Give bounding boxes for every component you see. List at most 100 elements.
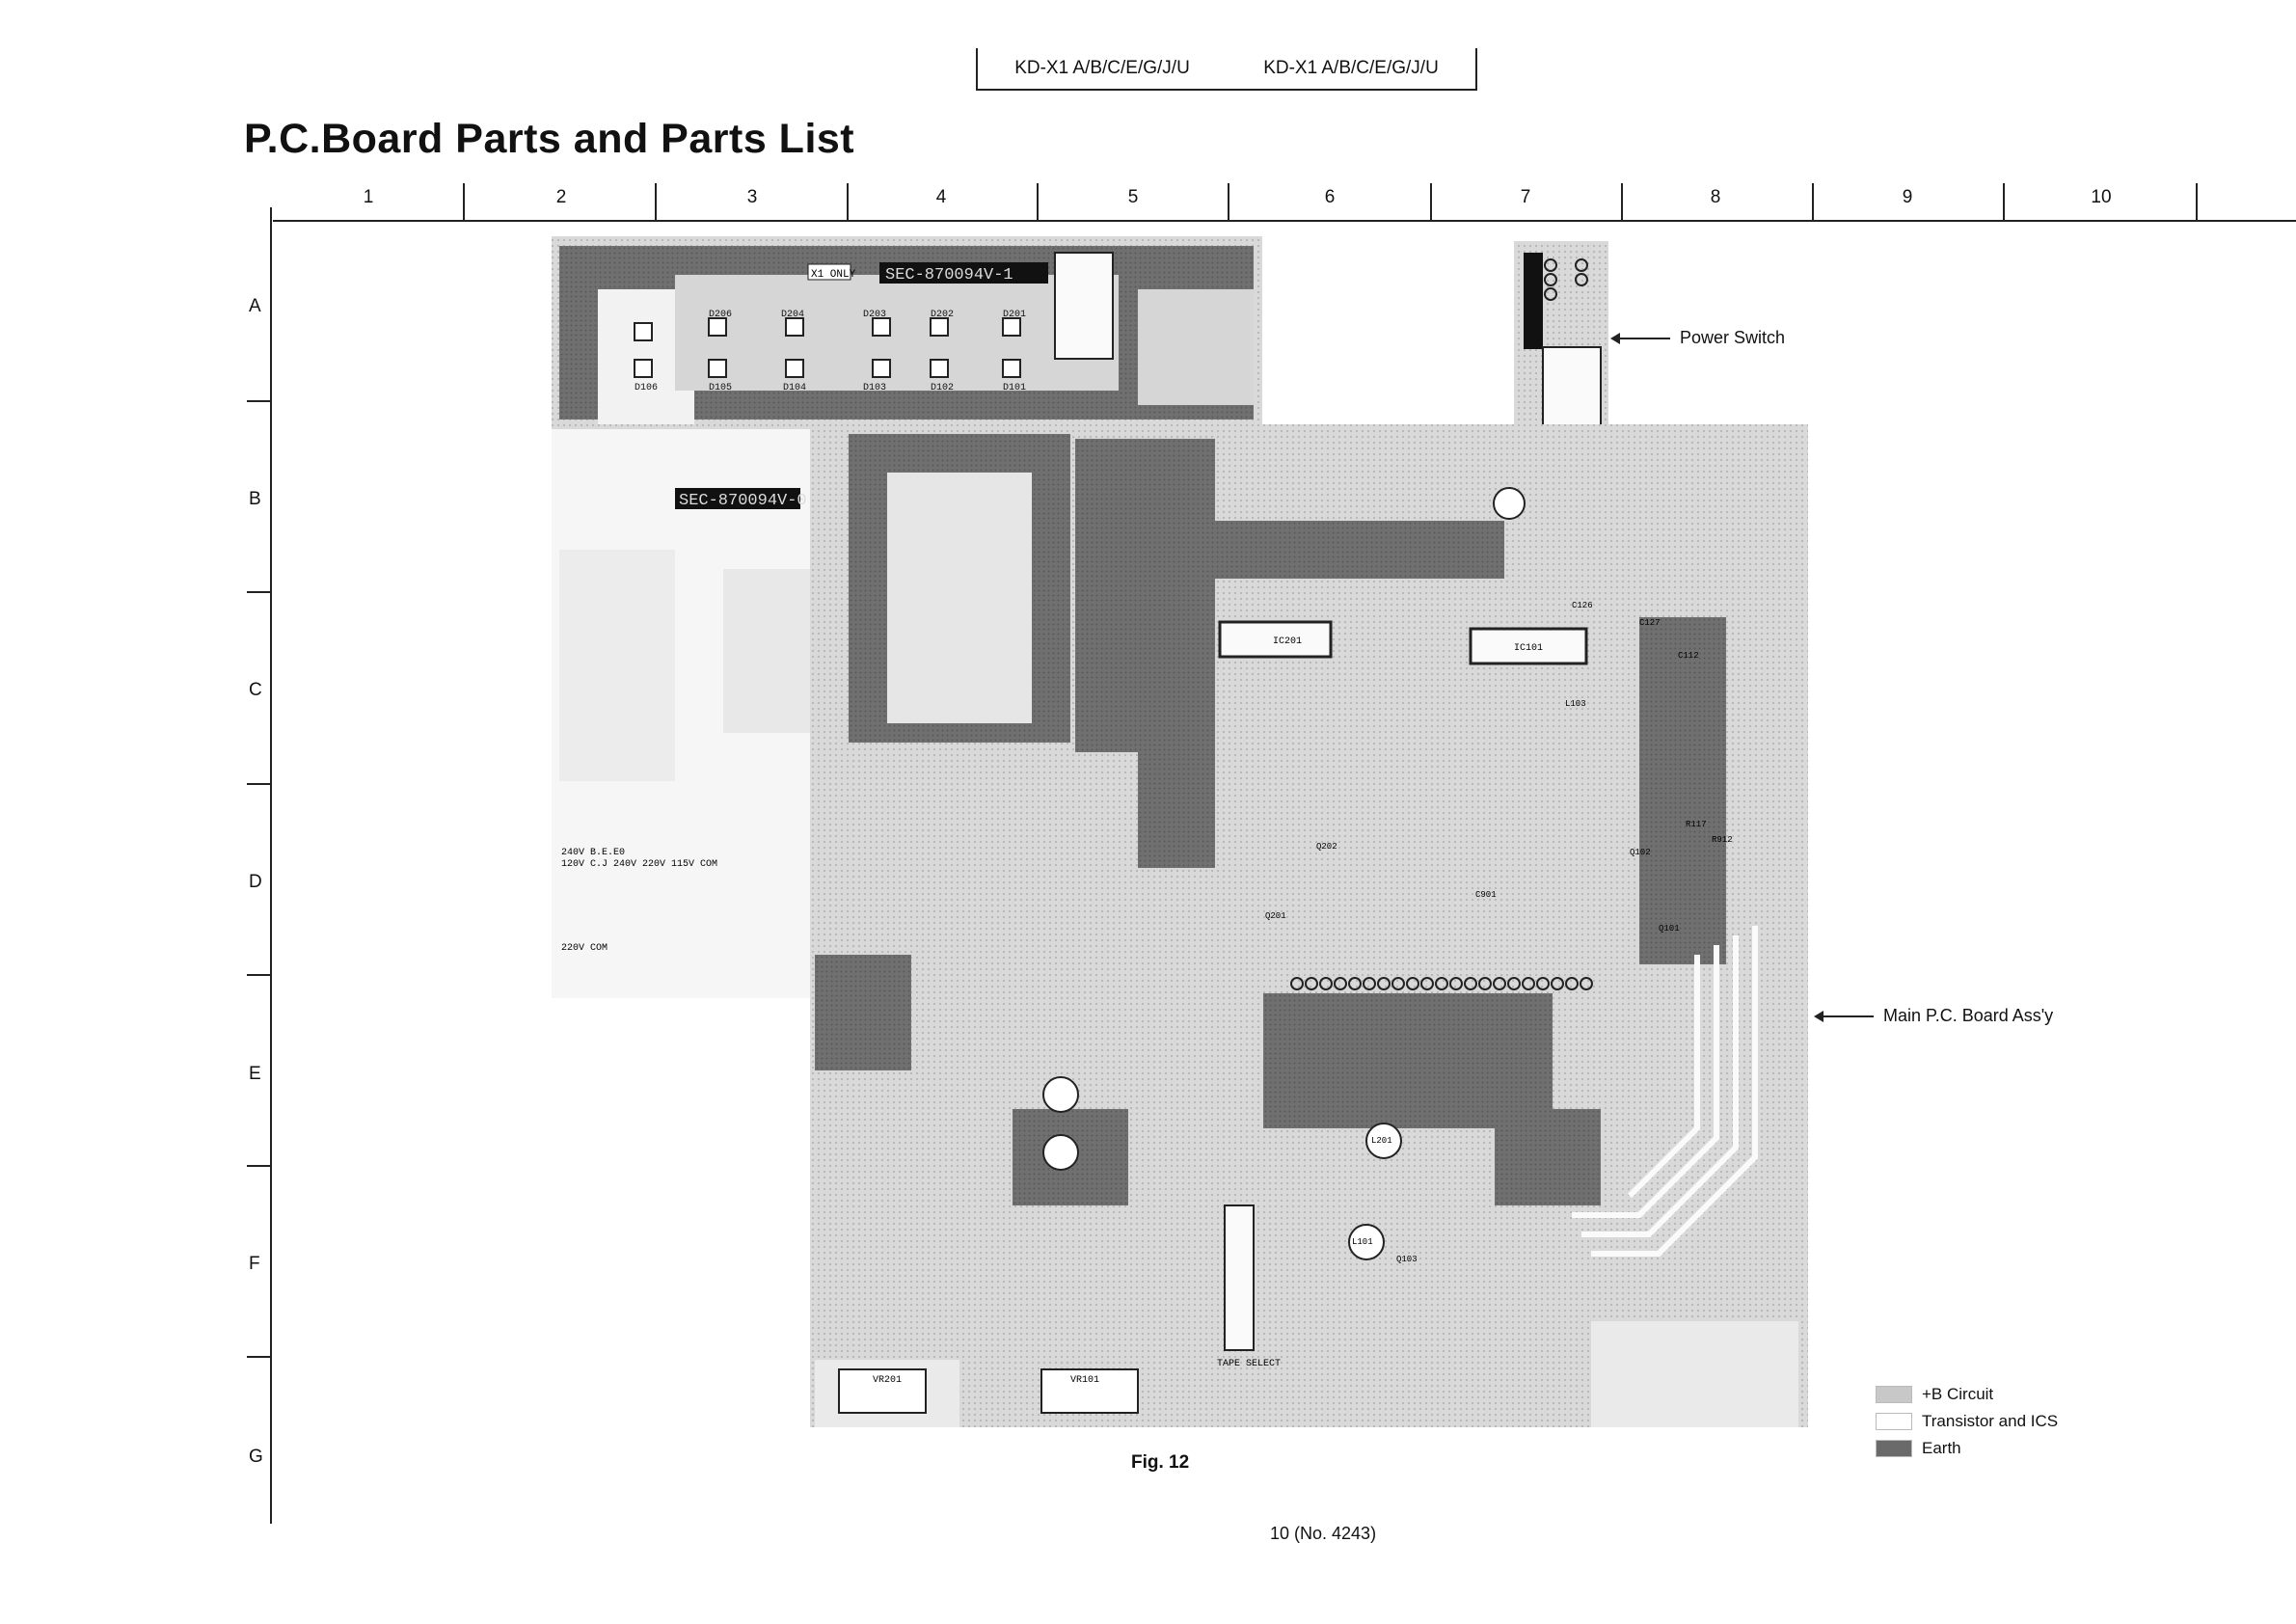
d201-label: D201: [1003, 310, 1026, 320]
legend-item-earth: Earth: [1876, 1435, 2058, 1462]
row-letter: D: [249, 872, 262, 892]
legend-swatch: [1876, 1440, 1912, 1457]
part-c127: C127: [1639, 618, 1661, 628]
row-divider: [247, 783, 272, 785]
column-ruler: 1 2 3 4 5 6 7 8 9 10: [273, 183, 2296, 222]
part-l201: L201: [1371, 1136, 1392, 1146]
part-q102: Q102: [1630, 848, 1651, 857]
tape-select-label: TAPE SELECT: [1217, 1359, 1281, 1369]
d202-label: D202: [931, 310, 954, 320]
ic101-label: IC101: [1514, 643, 1543, 654]
vr101-label: VR101: [1070, 1375, 1099, 1386]
legend-swatch: [1876, 1413, 1912, 1430]
d206-label: D206: [709, 310, 732, 320]
sec-top-label: SEC-870094V-1: [885, 266, 1013, 284]
part-l101: L101: [1352, 1237, 1373, 1247]
row-ruler: A B C D E F G: [241, 207, 280, 1524]
column-divider: [655, 183, 657, 222]
column-number: 7: [1520, 187, 1531, 207]
d106-label: D106: [635, 383, 658, 393]
column-divider: [847, 183, 849, 222]
part-c112: C112: [1678, 651, 1699, 661]
column-divider: [1430, 183, 1432, 222]
legend-label: +B Circuit: [1922, 1385, 1994, 1403]
column-divider: [1812, 183, 1814, 222]
voltage-bottom-label: 220V COM: [561, 943, 608, 954]
page-number: 10 (No. 4243): [1270, 1524, 1377, 1543]
led-board: SEC-870094V-1 X1 ONLY: [552, 236, 1262, 429]
d104-label: D104: [783, 383, 806, 393]
left-board-ghost: SEC-870094V-0 240V B.E.E0 120V C.J 240V …: [552, 429, 851, 998]
legend-label: Transistor and ICS: [1922, 1412, 2059, 1430]
row-letter: C: [249, 680, 262, 700]
part-l103: L103: [1565, 699, 1586, 709]
column-number: 4: [935, 187, 947, 207]
column-number: 3: [746, 187, 758, 207]
voltage-mid-label: 120V C.J 240V 220V 115V COM: [561, 859, 717, 870]
row-letter: B: [249, 489, 261, 509]
column-number: 1: [363, 187, 374, 207]
d203-label: D203: [863, 310, 886, 320]
column-divider: [1037, 183, 1039, 222]
d103-label: D103: [863, 383, 886, 393]
model-right: KD-X1 A/B/C/E/G/J/U: [1263, 58, 1439, 78]
row-letter: G: [249, 1447, 263, 1467]
d204-label: D204: [781, 310, 804, 320]
legend-swatch: [1876, 1386, 1912, 1403]
part-r117: R117: [1686, 820, 1707, 829]
column-ruler-line: [273, 220, 2296, 222]
row-divider: [247, 400, 272, 402]
row-letter: A: [249, 296, 261, 316]
legend-label: Earth: [1922, 1439, 1961, 1457]
model-header: KD-X1 A/B/C/E/G/J/U KD-X1 A/B/C/E/G/J/U: [976, 48, 1477, 91]
row-divider: [247, 1356, 272, 1358]
column-number: 9: [1902, 187, 1913, 207]
connector-row: [1290, 977, 1593, 990]
page-title: P.C.Board Parts and Parts List: [244, 116, 855, 162]
main-board-callout: Main P.C. Board Ass'y: [1814, 1006, 2054, 1026]
led-pads: [634, 317, 1021, 378]
vr201-label: VR201: [873, 1375, 902, 1386]
trace-lines: [1572, 926, 1758, 1257]
voltage-top-label: 240V B.E.E0: [561, 848, 625, 858]
power-switch-label: Power Switch: [1680, 328, 1786, 347]
d101-label: D101: [1003, 383, 1026, 393]
d-labels: D206 D204 D203 D202 D201 D106 D105 D104 …: [635, 310, 1026, 393]
row-divider: [247, 974, 272, 976]
power-switch-board: [1514, 241, 1608, 444]
part-c126: C126: [1572, 601, 1593, 610]
column-number: 10: [2091, 187, 2112, 207]
part-labels: L103 L101 L201 Q102 Q202 Q201 Q101 Q103 …: [1265, 601, 1733, 1264]
row-ruler-line: [270, 207, 272, 1524]
figure-label: Fig. 12: [1131, 1452, 1190, 1473]
main-board-label: Main P.C. Board Ass'y: [1883, 1006, 2054, 1025]
row-divider: [247, 591, 272, 593]
legend-item-b-circuit: +B Circuit: [1876, 1381, 2058, 1408]
row-letter: E: [249, 1064, 261, 1084]
d105-label: D105: [709, 383, 732, 393]
column-divider: [1228, 183, 1229, 222]
d102-label: D102: [931, 383, 954, 393]
sec-mid-label: SEC-870094V-0: [679, 492, 807, 510]
arrow-left-icon: [1814, 1010, 1874, 1022]
model-left: KD-X1 A/B/C/E/G/J/U: [1014, 58, 1190, 78]
column-number: 8: [1710, 187, 1721, 207]
part-q101: Q101: [1659, 924, 1680, 934]
column-divider: [2196, 183, 2198, 222]
part-r912: R912: [1712, 835, 1733, 845]
part-q103: Q103: [1396, 1255, 1418, 1264]
ic201-label: IC201: [1273, 636, 1302, 647]
x1-only-label: X1 ONLY: [811, 269, 856, 281]
part-c901: C901: [1475, 890, 1497, 900]
column-divider: [2003, 183, 2005, 222]
power-switch-callout: Power Switch: [1610, 328, 1786, 348]
legend-item-transistor: Transistor and ICS: [1876, 1408, 2058, 1435]
main-board: VR201 VR101 IC201 IC101 TAPE SELECT L103: [810, 424, 1808, 1427]
column-number: 6: [1324, 187, 1336, 207]
row-divider: [247, 1165, 272, 1167]
legend: +B Circuit Transistor and ICS Earth: [1876, 1381, 2058, 1462]
part-q201: Q201: [1265, 911, 1286, 921]
arrow-left-icon: [1610, 332, 1670, 344]
column-divider: [1621, 183, 1623, 222]
column-divider: [463, 183, 465, 222]
